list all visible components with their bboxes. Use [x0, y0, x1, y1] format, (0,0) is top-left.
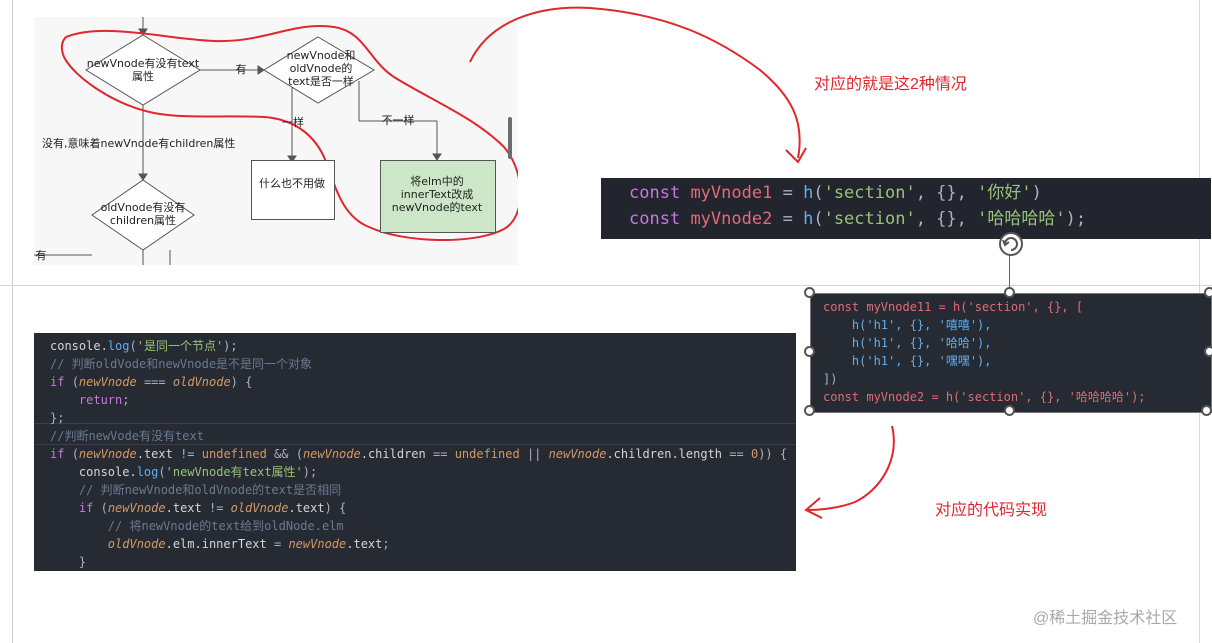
do-nothing-label: 什么也不用做 [259, 177, 325, 190]
resize-handle-top[interactable] [1004, 287, 1015, 298]
code-bottom-line-6: //判断newVode有没有text [50, 429, 204, 443]
code-bottom-line-9: // 判断newVnode和oldVnode的text是否相同 [78, 483, 342, 497]
code-bottom-line-3: if (newVnode === oldVnode) { [50, 375, 253, 389]
annotation-code: 对应的代码实现 [935, 502, 1048, 519]
resize-handle-bottom[interactable] [1004, 405, 1015, 416]
code-bottom-line-5: }; [50, 411, 65, 425]
resize-handle-left[interactable] [804, 346, 815, 357]
code-mid-line-4: h('h1', {}, '嘿嘿'), [823, 354, 992, 368]
resize-handle-bl[interactable] [804, 405, 815, 416]
annotation-cases: 对应的就是这2种情况 [814, 76, 967, 93]
code-bottom-line-7: if (newVnode.text != undefined && (newVn… [50, 447, 788, 461]
code-bottom-line-1: console.log('是同一个节点'); [50, 339, 238, 353]
rotate-handle-icon[interactable] [997, 230, 1025, 258]
scrollbar-thumb[interactable] [508, 117, 512, 159]
replace-text-box [380, 160, 496, 233]
flowchart-lines [34, 17, 518, 265]
code-bottom-line-13: } [50, 555, 87, 569]
resize-handle-tr[interactable] [1204, 287, 1212, 298]
code-line-1: const myVnode1 = h('section', {}, '你好') [629, 183, 1042, 203]
yes-label: 有 [235, 63, 247, 76]
code-bottom-line-11: // 将newVnode的text给到oldNode.elm [107, 519, 344, 533]
code-snippet-text: const myVnode1 = h('section', {}, '你好') … [601, 178, 1211, 239]
rotate-connector [1009, 246, 1010, 292]
resize-handle-tl[interactable] [804, 287, 815, 298]
different-label: 不一样 [381, 114, 415, 127]
code-bottom-line-10: if (newVnode.text != oldVnode.text) { [50, 501, 347, 515]
flowchart-image: newVnode有没有text属性 有 newVnode和oldVnode的te… [34, 17, 518, 265]
decision-text-same: newVnode和oldVnode的text是否一样 [286, 49, 356, 88]
same-label: 一样 [282, 116, 304, 129]
resize-handle-br[interactable] [1201, 405, 1212, 416]
arrow-bottom [804, 425, 895, 519]
current-line-highlight [34, 423, 796, 445]
code-snippet-patch: console.log('是同一个节点'); // 判断oldVode和newV… [34, 333, 796, 571]
replace-text-label: 将elm中的innerText改成newVnode的text [391, 175, 483, 214]
page-left-edge [12, 0, 13, 643]
do-nothing-box [251, 160, 335, 220]
code-mid-line-1: const myVnode11 = h('section', {}, [ [823, 300, 1084, 314]
code-bottom-line-12: oldVnode.elm.innerText = newVnode.text; [50, 537, 390, 551]
code-mid-line-2: h('h1', {}, '嘻嘻'), [823, 318, 992, 332]
code-bottom-line-8: console.log('newVnode有text属性'); [50, 465, 318, 479]
code-mid-line-3: h('h1', {}, '哈哈'), [823, 336, 992, 350]
code-snippet-children[interactable]: const myVnode11 = h('section', {}, [ h('… [810, 293, 1212, 413]
resize-handle-right[interactable] [1204, 346, 1212, 357]
code-mid-line-6: const myVnode2 = h('section', {}, '哈哈哈哈'… [823, 390, 1146, 404]
watermark: @稀土掘金技术社区 [1033, 610, 1178, 627]
yes-label-2: 有 [35, 249, 47, 262]
code-mid-line-5: ]) [823, 372, 838, 386]
code-line-2: const myVnode2 = h('section', {}, '哈哈哈哈'… [629, 209, 1087, 229]
arrow-top [469, 6, 807, 164]
code-bottom-line-4: return; [50, 393, 130, 407]
section-divider [0, 285, 1212, 286]
code-bottom-line-2: // 判断oldVode和newVnode是不是同一个对象 [50, 357, 313, 371]
decision-has-text: newVnode有没有text属性 [86, 57, 200, 83]
no-children-label: 没有,意味着newVnode有children属性 [42, 137, 236, 150]
decision-old-children: oldVnode有没有children属性 [100, 201, 186, 227]
